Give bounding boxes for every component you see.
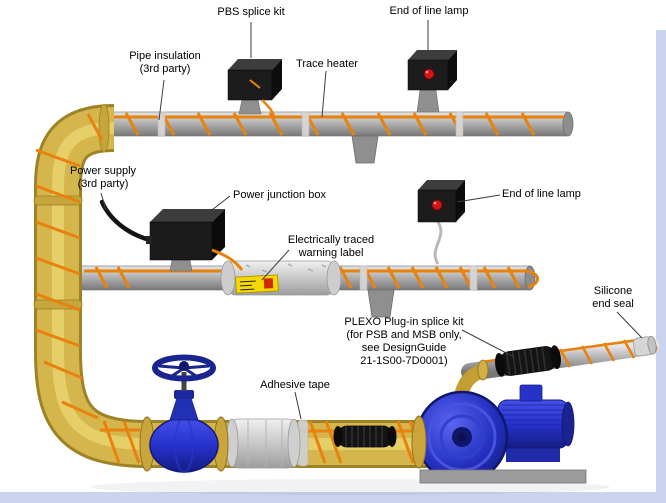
page-margin-bottom — [0, 492, 666, 503]
end-of-line-lamp-mid-box — [417, 180, 465, 265]
pipe-supports — [351, 135, 395, 318]
label-trace-heater: Trace heater — [296, 58, 358, 70]
adhesive-tape-bands-middle — [359, 265, 478, 291]
label-adhesive-tape: Adhesive tape — [260, 379, 330, 391]
discharge-pipe — [461, 335, 659, 381]
bottom-insulation-wrap — [225, 418, 301, 469]
page-margin-right — [656, 30, 666, 503]
label-leader-lines — [100, 20, 643, 420]
power-supply-cable — [99, 199, 153, 243]
gate-valve — [139, 354, 229, 473]
label-pipe-insulation: Pipe insulation (3rd party) — [129, 50, 201, 75]
adhesive-tape-bands-top — [157, 111, 464, 137]
label-power-supply: Power supply (3rd party) — [69, 165, 137, 190]
label-pbs-splice-kit: PBS splice kit — [217, 6, 285, 18]
label-power-junction-box: Power junction box — [233, 189, 326, 201]
label-end-of-line-lamp-top: End of line lamp — [389, 5, 469, 17]
page-margin-strips — [0, 30, 666, 503]
lamp-indicator-mid — [431, 199, 443, 211]
pump-inlet-flange — [411, 415, 427, 469]
label-end-of-line-lamp-mid: End of line lamp — [502, 188, 581, 200]
pump-baseplate — [419, 469, 587, 484]
pump-assembly — [411, 359, 587, 484]
label-electrically-traced-warning: Electrically traced warning label — [287, 234, 375, 259]
pbs-splice-kit-box — [227, 59, 282, 117]
silicone-end-seal — [632, 335, 657, 357]
insulated-pipe-run — [33, 103, 430, 468]
pump-volute — [415, 390, 509, 484]
label-silicone-end-seal: Silicone end seal — [592, 285, 634, 310]
bottom-splice-connector — [333, 425, 397, 448]
label-plexo-splice-kit: PLEXO Plug-in splice kit (for PSB and MS… — [344, 316, 464, 367]
lamp-indicator-top — [423, 68, 435, 80]
pump-motor — [497, 384, 575, 462]
electrically-traced-warning-label — [235, 274, 279, 294]
end-of-line-lamp-top-box — [407, 50, 457, 113]
valve-handwheel — [152, 354, 216, 382]
power-junction-box-assembly — [99, 199, 244, 272]
plexo-splice-connector — [495, 345, 561, 377]
